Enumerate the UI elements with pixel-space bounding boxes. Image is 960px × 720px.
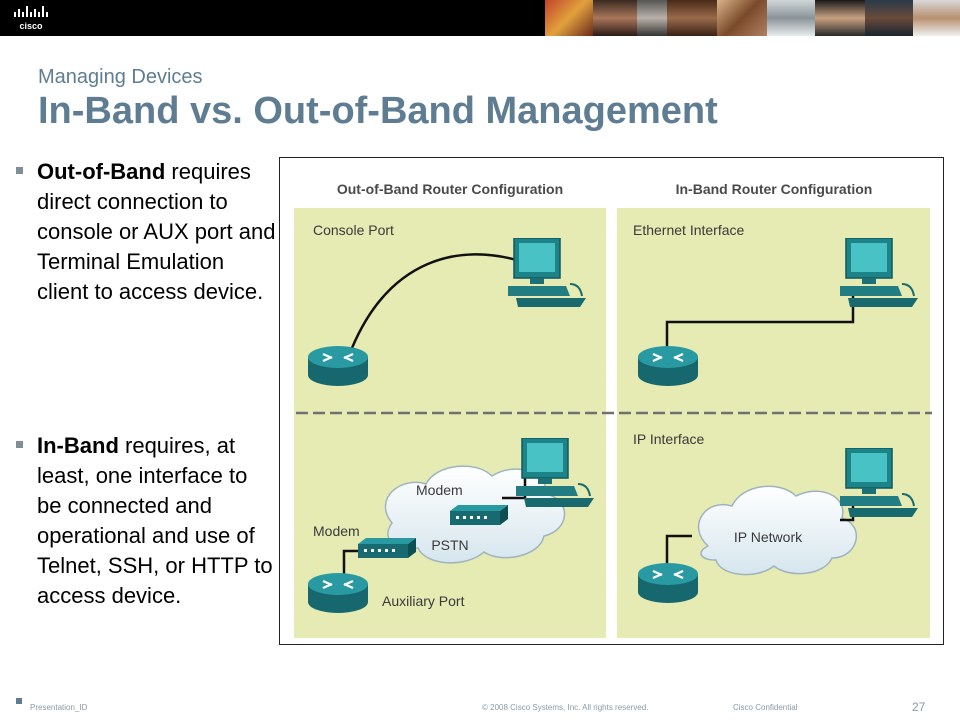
banner-photo-2 [593,0,637,36]
banner-photo-7 [815,0,865,36]
ip-link-left [665,534,692,570]
bullet-term: In-Band [37,433,119,458]
bullet-square-icon [16,167,23,174]
auxiliary-port-label: Auxiliary Port [382,593,465,609]
ip-network-cloud [697,485,858,576]
router-icon [306,571,370,614]
slide-subtitle: Managing Devices [38,66,203,88]
bullet-square-icon [16,441,23,448]
banner-photo-1 [545,0,593,36]
pstn-label: PSTN [431,537,468,553]
router-icon [636,561,700,604]
ethernet-interface-label: Ethernet Interface [633,222,745,238]
modem-icon [358,538,416,558]
cisco-logo: cisco [14,6,48,31]
modem-icon [450,505,508,525]
console-cable [350,253,521,349]
footer-presentation-id: Presentation_ID [30,703,88,712]
footer-confidential: Cisco Confidential [733,703,798,712]
banner-photo-3 [637,0,667,36]
banner-photo-6 [767,0,815,36]
ip-network-label: IP Network [734,529,803,545]
bullet-term: Out-of-Band [37,159,166,184]
footer-square-icon [16,698,22,704]
router-icon [636,344,700,387]
bullet-text: requires direct connection to console or… [37,159,276,304]
banner-photo-5 [717,0,767,36]
banner-photo-9 [913,0,960,36]
out-of-band-panel [294,208,606,638]
management-diagram: Out-of-Band Router Configuration In-Band… [279,157,944,645]
console-port-label: Console Port [313,222,394,238]
footer-copyright: © 2008 Cisco Systems, Inc. All rights re… [482,703,649,712]
modem-left-label: Modem [313,523,360,539]
banner-photo-4 [667,0,717,36]
out-of-band-heading: Out-of-Band Router Configuration [337,181,563,197]
logo-text: cisco [19,21,43,31]
ip-interface-label: IP Interface [633,431,705,447]
slide-title: In-Band vs. Out-of-Band Management [38,90,718,132]
top-banner: cisco [0,0,960,36]
page-number: 27 [912,700,926,714]
bullet-text: requires, at least, one interface to be … [37,433,273,608]
banner-photo-8 [865,0,913,36]
router-icon [306,344,370,387]
modem-top-label: Modem [416,482,463,498]
in-band-heading: In-Band Router Configuration [676,181,873,197]
